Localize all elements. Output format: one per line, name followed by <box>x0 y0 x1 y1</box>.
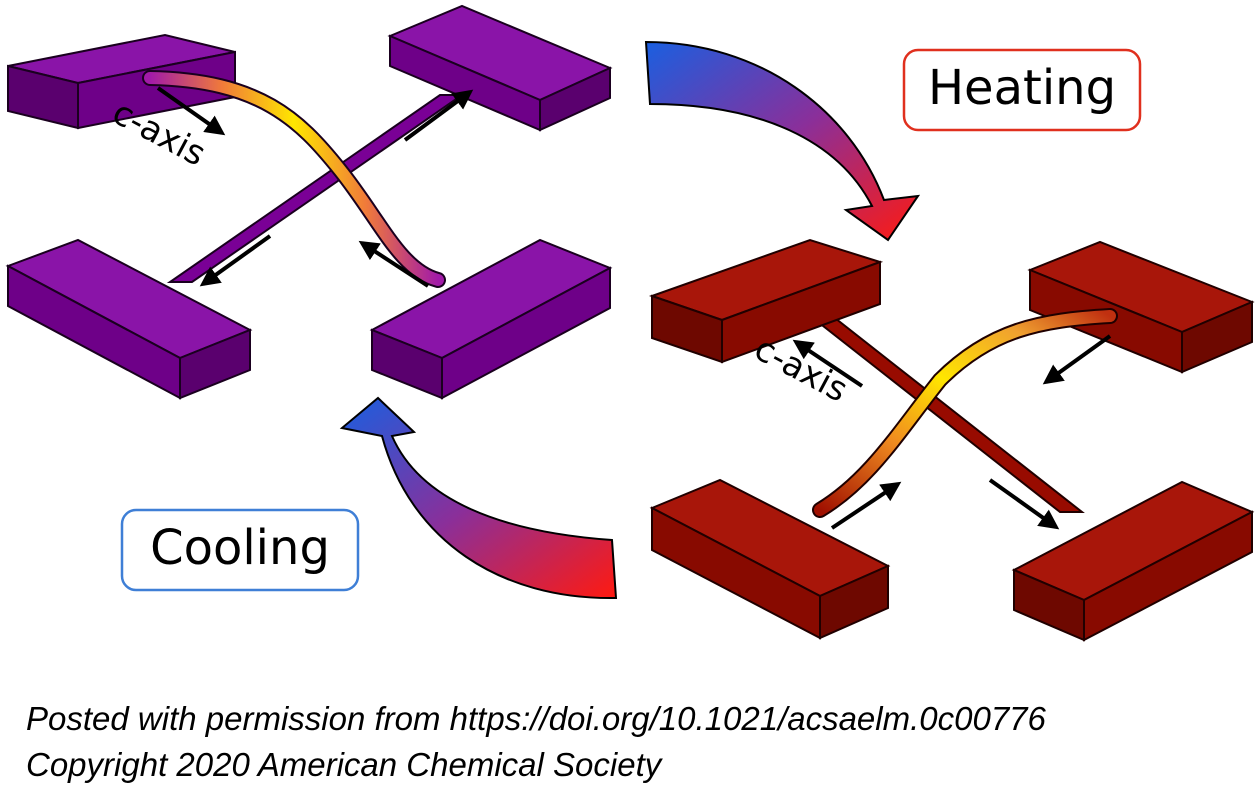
left-arrow-bottom-left <box>199 234 272 287</box>
right-device: c-axis <box>648 238 1255 642</box>
left-pad-top-left <box>7 33 236 130</box>
right-pad-top-left <box>648 238 884 364</box>
right-pad-top-right <box>1027 240 1255 374</box>
right-arrow-bottom-right <box>988 478 1060 530</box>
caption-permission-line: Posted with permission from https://doi.… <box>26 700 1046 737</box>
heating-arrow <box>644 40 921 242</box>
left-arrow-top-right <box>403 89 474 142</box>
right-pad-bottom-right <box>1011 480 1255 642</box>
left-arrow-bottom-right <box>358 240 430 288</box>
cooling-arrow <box>339 396 618 600</box>
right-arrow-bottom-left <box>830 481 902 530</box>
right-arrow-c-axis <box>792 339 864 388</box>
left-straight-beam <box>166 94 466 283</box>
caption-copyright-line: Copyright 2020 American Chemical Society <box>26 746 662 783</box>
left-pad-bottom-right <box>369 238 613 400</box>
phase-transition-diagram: c-axis <box>5 4 1255 642</box>
left-device: c-axis <box>5 4 613 400</box>
left-pad-top-right <box>387 4 613 132</box>
right-pad-bottom-left <box>649 478 891 640</box>
right-arrow-top-right <box>1042 334 1112 385</box>
right-c-axis-label: c-axis <box>748 329 854 411</box>
left-arrow-c-axis <box>156 86 226 136</box>
cooling-label: Cooling <box>150 520 330 576</box>
heating-label: Heating <box>928 60 1116 116</box>
left-pad-bottom-left <box>5 238 253 400</box>
cooling-label-box <box>120 508 360 592</box>
heating-label-box <box>902 48 1142 132</box>
